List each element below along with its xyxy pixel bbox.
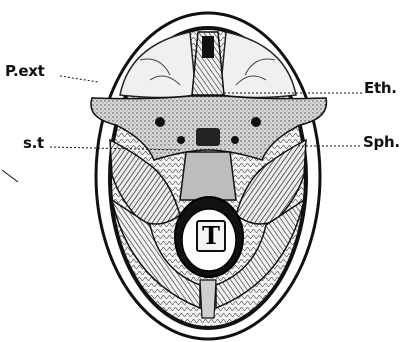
label-eth: Eth. [364, 79, 397, 97]
label-p-ext: P.ext [5, 62, 44, 80]
label-t-mark: T [196, 220, 226, 252]
clivus [180, 152, 236, 200]
leader-p-ext [60, 76, 98, 82]
label-sph: Sph. [363, 133, 400, 151]
label-st: s.t [23, 134, 44, 152]
